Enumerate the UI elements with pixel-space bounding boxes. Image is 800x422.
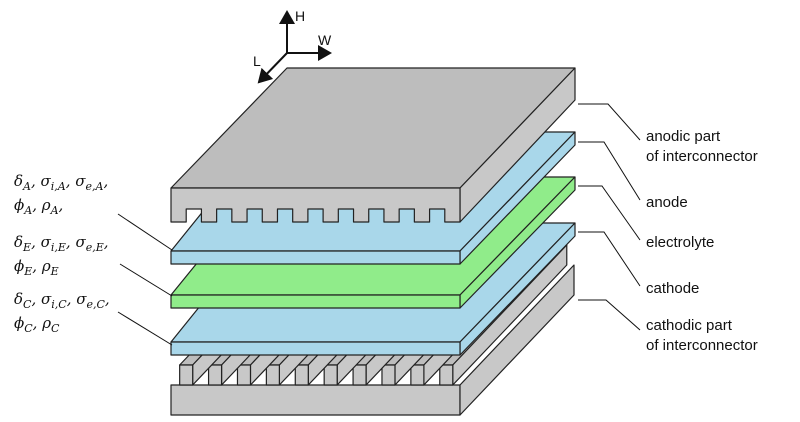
- leader-params-cathode: [117, 311, 173, 346]
- leader-params-anode: [117, 213, 173, 251]
- params-cathode-line2: ϕC, ρC: [14, 314, 60, 335]
- cathodic-ic-rib-front: [323, 364, 338, 386]
- cathodic-ic-rib-front: [352, 364, 367, 386]
- leader-electrolyte: [578, 185, 641, 241]
- left-leaders: [117, 213, 173, 346]
- label-anodic-line1: anodic part: [646, 128, 721, 145]
- cathode-front-face: [170, 341, 461, 356]
- cathodic-ic-rib-front: [265, 364, 280, 386]
- cathodic-ic-rib-front: [294, 364, 309, 386]
- label-anodic-line2: of interconnector: [646, 148, 758, 165]
- cathodic-ic-front-face: [170, 384, 461, 416]
- params-anode-line2: ϕA, ρA,: [14, 196, 63, 217]
- cathodic-ic-rib-front: [179, 364, 194, 386]
- params-anode: δA, σi,A, σe,A, ϕA, ρA,: [14, 172, 108, 217]
- axis-label-w: W: [318, 32, 332, 48]
- cathodic-ic-rib-front: [439, 364, 454, 386]
- axis-triad: [257, 10, 332, 84]
- cathodic-ic-rib-front: [381, 364, 396, 386]
- label-anode: anode: [646, 194, 688, 211]
- params-cathode-line1: δC, σi,C, σe,C,: [14, 290, 110, 311]
- leader-anode: [578, 141, 641, 201]
- params-electrolyte-line1: δE, σi,E, σe,E,: [14, 233, 109, 254]
- leader-cathode: [578, 231, 641, 287]
- params-electrolyte: δE, σi,E, σe,E, ϕE, ρE: [14, 233, 109, 278]
- leader-params-electrolyte: [119, 263, 173, 297]
- leader-cathodic: [578, 299, 641, 331]
- anode-front-face: [170, 250, 461, 265]
- label-cathodic-line1: cathodic part: [646, 317, 733, 334]
- cathodic-ic-rib-front: [410, 364, 425, 386]
- anodic-ic-front-face: [170, 187, 461, 223]
- l-axis-arrow: [257, 52, 288, 84]
- params-cathode: δC, σi,C, σe,C, ϕC, ρC: [14, 290, 110, 335]
- electrolyte-front-face: [170, 294, 461, 309]
- cathodic-ic-rib-front: [236, 364, 252, 386]
- right-leaders: [578, 103, 641, 331]
- cathodic-ic-rib-front: [207, 364, 223, 386]
- anodic-interconnector: [170, 67, 576, 223]
- params-electrolyte-line2: ϕE, ρE: [14, 257, 59, 278]
- label-electrolyte: electrolyte: [646, 234, 714, 251]
- label-cathodic-line2: of interconnector: [646, 337, 758, 354]
- leader-anodic: [578, 103, 641, 141]
- cathodic-ic-side-face: [459, 264, 575, 416]
- axis-label-h: H: [295, 8, 305, 24]
- params-anode-line1: δA, σi,A, σe,A,: [14, 172, 108, 193]
- axis-label-l: L: [253, 53, 261, 69]
- label-cathode: cathode: [646, 280, 699, 297]
